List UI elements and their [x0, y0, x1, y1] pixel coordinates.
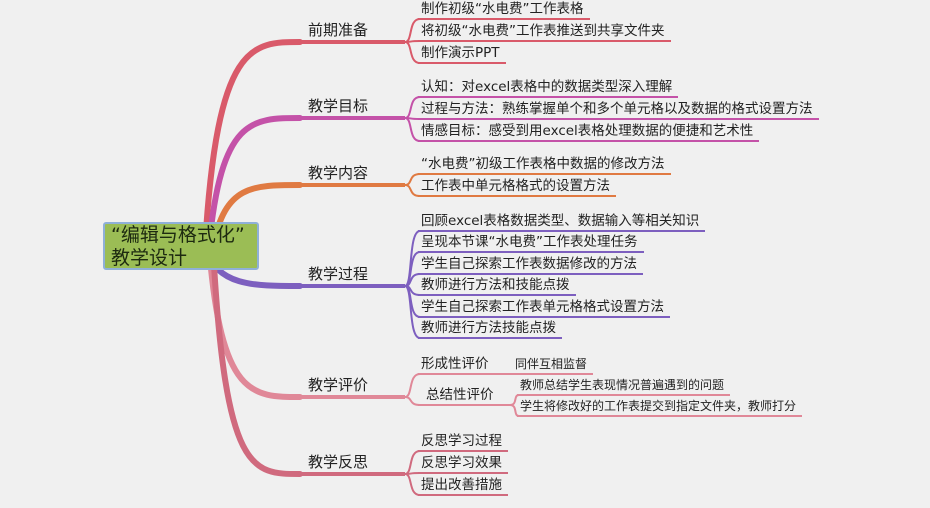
- leaf-node[interactable]: “水电费”初级工作表格中数据的修改方法: [418, 155, 671, 175]
- leaf-node[interactable]: 制作演示PPT: [418, 44, 506, 64]
- leaf-connector: [404, 117, 421, 142]
- leaf-node[interactable]: 反思学习过程: [418, 432, 508, 452]
- leaf-formative-evaluation[interactable]: 形成性评价: [418, 355, 495, 375]
- leaf-node[interactable]: 学生自己探索工作表数据修改的方法: [418, 255, 643, 275]
- leaf-node[interactable]: 学生自己探索工作表单元格格式设置方法: [418, 298, 670, 318]
- branch-teaching-content[interactable]: 教学内容: [292, 163, 405, 187]
- leaf-node[interactable]: 回顾excel表格数据类型、数据输入等相关知识: [418, 212, 706, 232]
- leaf-connector: [404, 473, 421, 496]
- branch-teaching-reflection[interactable]: 教学反思: [292, 452, 405, 476]
- branch-teaching-process[interactable]: 教学过程: [292, 264, 405, 288]
- leaf-node[interactable]: 教师进行方法技能点拨: [418, 319, 562, 339]
- root-node[interactable]: “编辑与格式化” 教学设计: [103, 222, 259, 270]
- leaf-node[interactable]: 工作表中单元格格式的设置方法: [418, 177, 616, 197]
- leaf-node[interactable]: 呈现本节课“水电费”工作表处理任务: [418, 233, 644, 253]
- root-connector: [210, 244, 303, 477]
- leaf-connector: [404, 41, 421, 64]
- branch-teaching-goals[interactable]: 教学目标: [292, 96, 405, 120]
- leaf-node[interactable]: 提出改善措施: [418, 476, 508, 496]
- leaf-node[interactable]: 教师进行方法和技能点拨: [418, 276, 576, 296]
- leaf-connector: [404, 396, 421, 406]
- leaf-node[interactable]: 过程与方法：熟练掌握单个和多个单元格以及数据的格式设置方法: [418, 100, 819, 120]
- sub-leaf-node[interactable]: 教师总结学生表现情况普遍遇到的问题: [517, 376, 731, 396]
- root-title-line2: 教学设计: [111, 247, 188, 269]
- sub-leaf-node[interactable]: 同伴互相监督: [512, 355, 594, 375]
- branch-preparation[interactable]: 前期准备: [292, 20, 405, 44]
- root-connector: [206, 115, 303, 250]
- branch-teaching-evaluation[interactable]: 教学评价: [292, 375, 405, 399]
- leaf-node[interactable]: 反思学习效果: [418, 454, 508, 474]
- leaf-node[interactable]: 认知：对excel表格中的数据类型深入理解: [418, 78, 679, 98]
- root-connector: [202, 39, 303, 250]
- leaf-node[interactable]: 制作初级“水电费”工作表格: [418, 0, 590, 20]
- leaf-connector: [404, 285, 421, 339]
- leaf-summative-evaluation[interactable]: 总结性评价: [418, 386, 510, 406]
- leaf-node[interactable]: 将初级“水电费”工作表推送到共享文件夹: [418, 22, 671, 42]
- leaf-connector: [404, 184, 421, 197]
- sub-leaf-node[interactable]: 学生将修改好的工作表提交到指定文件夹，教师打分: [517, 397, 803, 417]
- leaf-node[interactable]: 情感目标：感受到用excel表格处理数据的便捷和艺术性: [418, 122, 760, 142]
- root-title-line1: “编辑与格式化”: [111, 224, 245, 246]
